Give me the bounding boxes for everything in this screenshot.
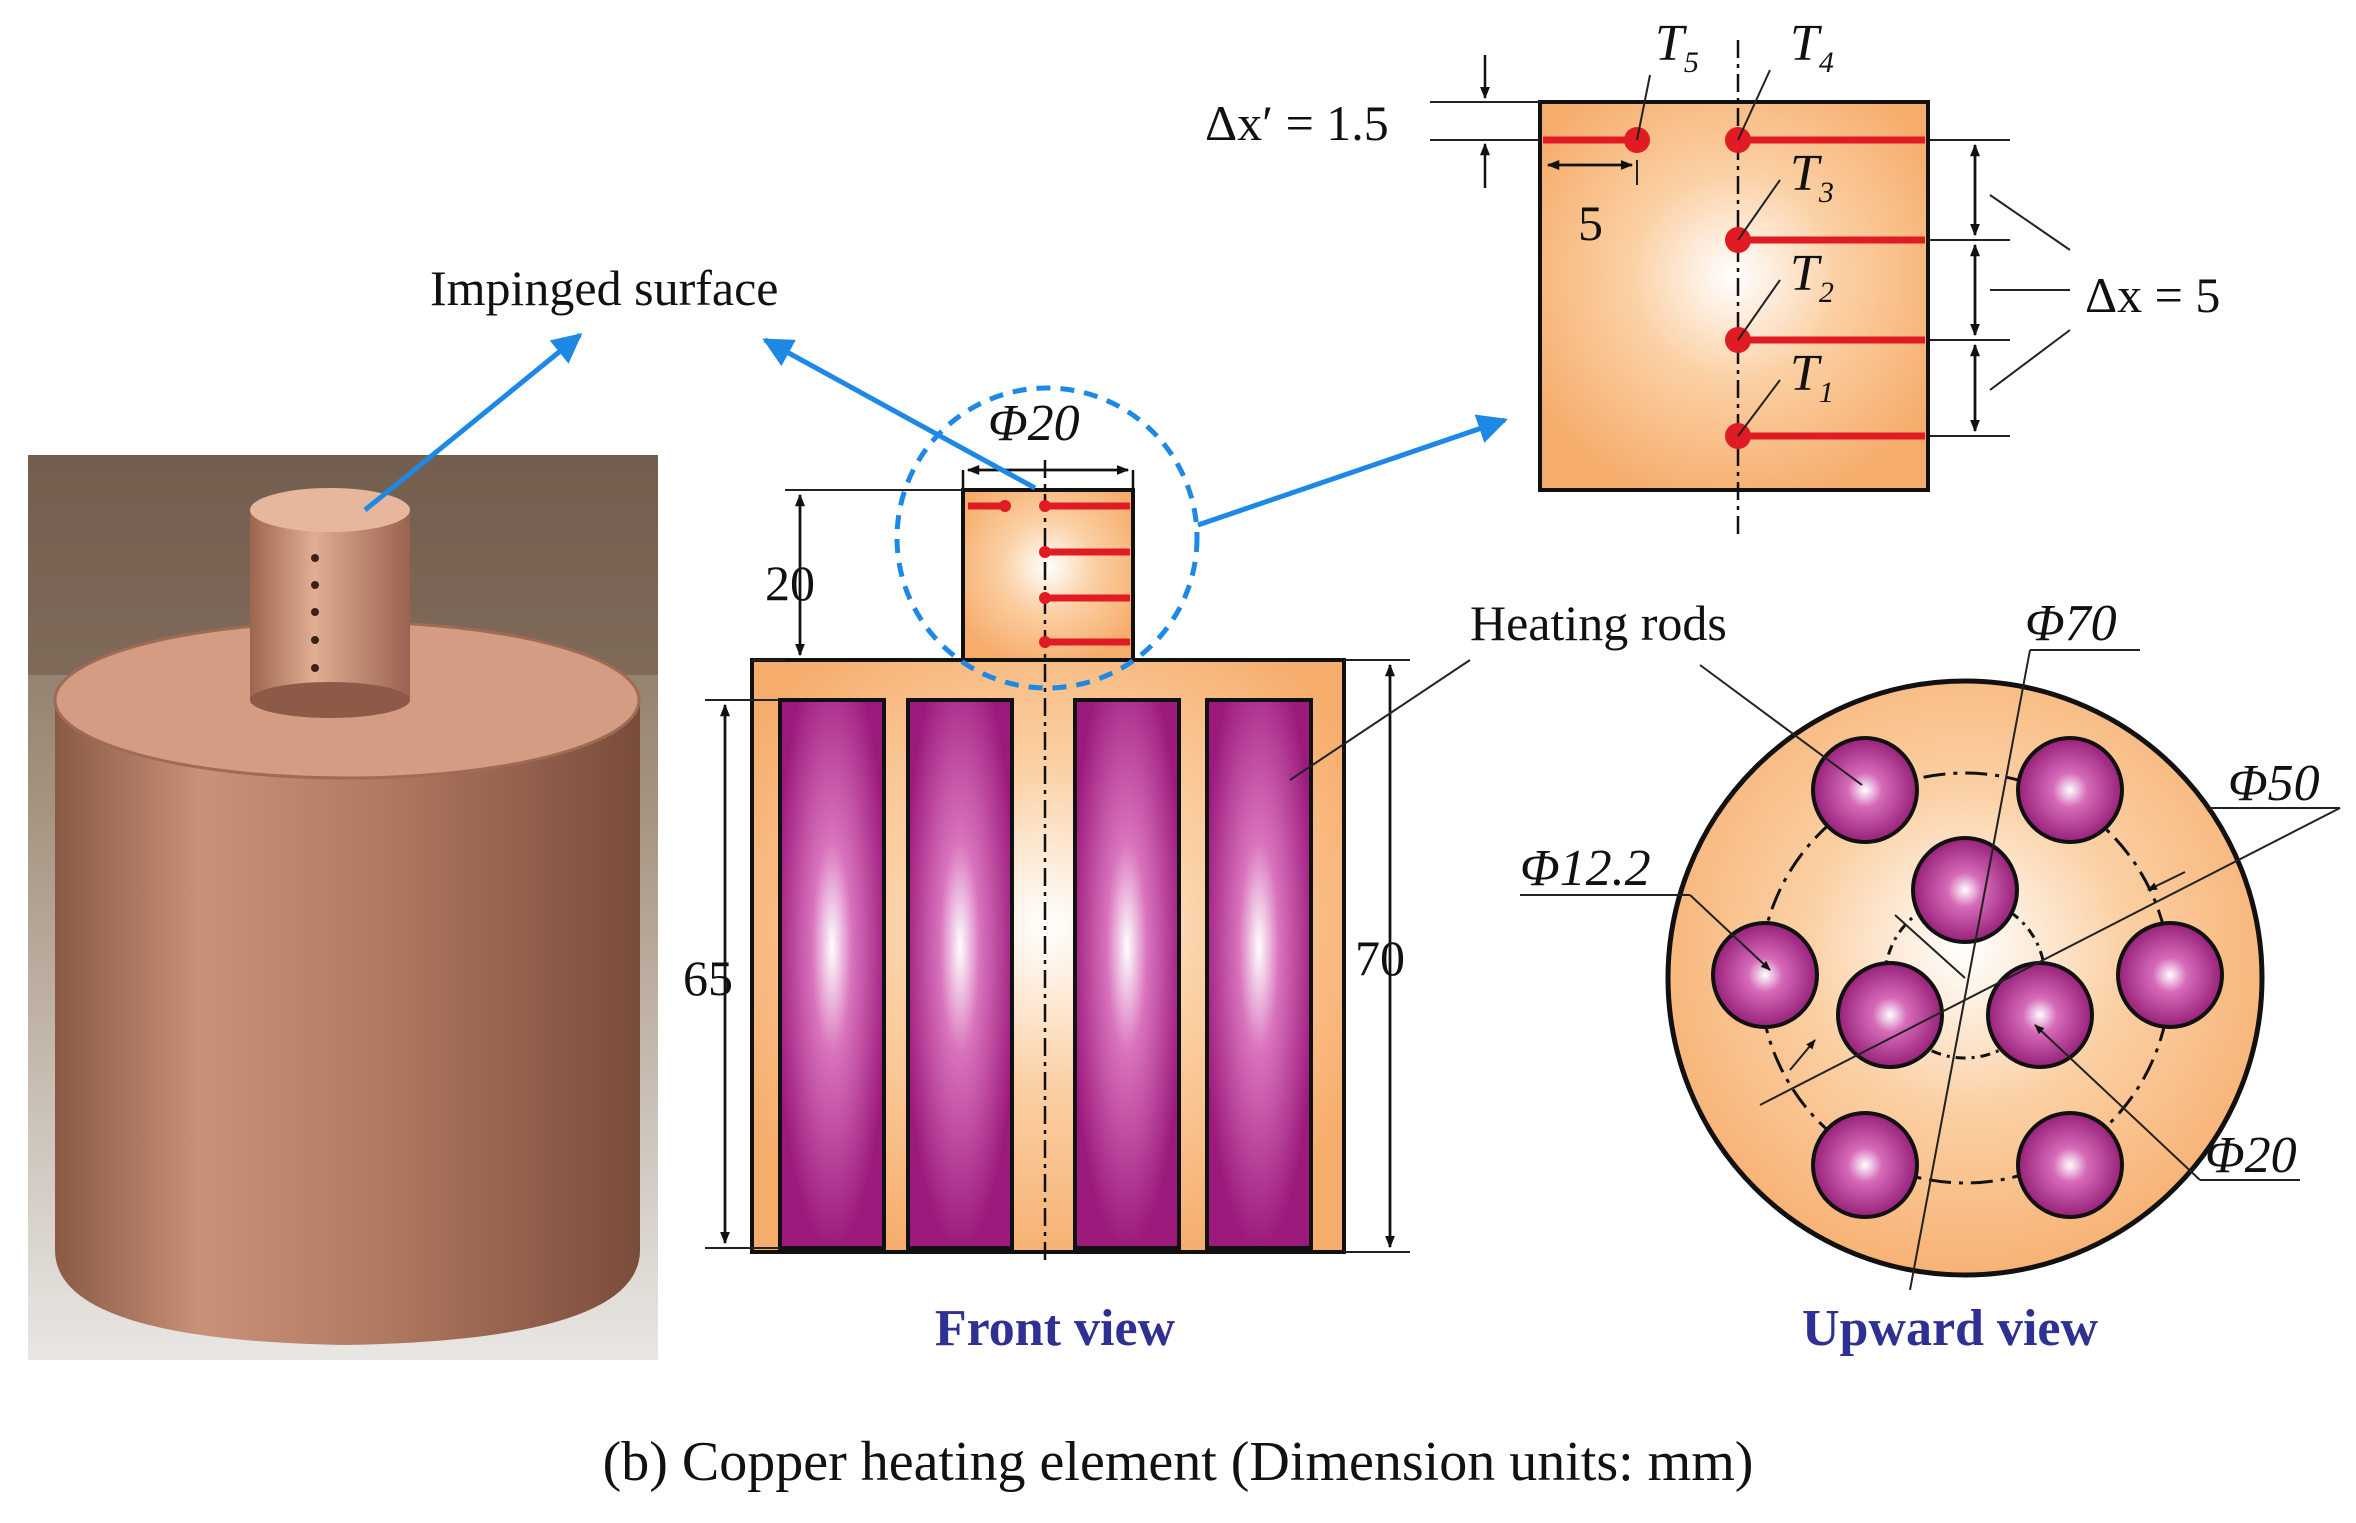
front-view-drawing <box>705 385 1471 1265</box>
t4-label: T4 <box>1790 15 1834 79</box>
dim-offset-5: 5 <box>1578 195 1603 251</box>
dim-phi50: Φ50 <box>2228 755 2320 812</box>
callout-arrows <box>363 333 1508 528</box>
dim-height-20: 20 <box>765 555 815 611</box>
t2-label: T2 <box>1790 245 1834 309</box>
detail-view-drawing <box>1430 40 2071 540</box>
dim-dx: Δx = 5 <box>2085 267 2220 323</box>
dim-height-65: 65 <box>683 950 733 1006</box>
thermocouple-labels: T5 T4 T3 T2 T1 <box>1655 15 1834 409</box>
upward-view-label: Upward view <box>1802 1300 2099 1357</box>
dim-phi20-top: Φ20 <box>988 395 1080 452</box>
photo-copper-element <box>28 455 658 1360</box>
dim-phi70: Φ70 <box>2025 595 2117 652</box>
dim-phi20-inner: Φ20 <box>2205 1127 2297 1184</box>
dim-phi12-2: Φ12.2 <box>1520 840 1651 897</box>
t5-label: T5 <box>1655 15 1699 79</box>
dim-dx-prime: Δx′ = 1.5 <box>1205 95 1389 151</box>
impinged-surface-label: Impinged surface <box>430 260 778 316</box>
t1-label: T1 <box>1790 345 1834 409</box>
t3-label: T3 <box>1790 145 1834 209</box>
figure-caption: (b) Copper heating element (Dimension un… <box>603 1431 1754 1493</box>
heating-rods-label: Heating rods <box>1470 595 1727 651</box>
heating-rod-holes <box>1711 736 2224 1219</box>
front-view-label: Front view <box>935 1300 1176 1357</box>
dim-height-70: 70 <box>1355 930 1405 986</box>
upward-view-drawing <box>1520 649 2341 1291</box>
